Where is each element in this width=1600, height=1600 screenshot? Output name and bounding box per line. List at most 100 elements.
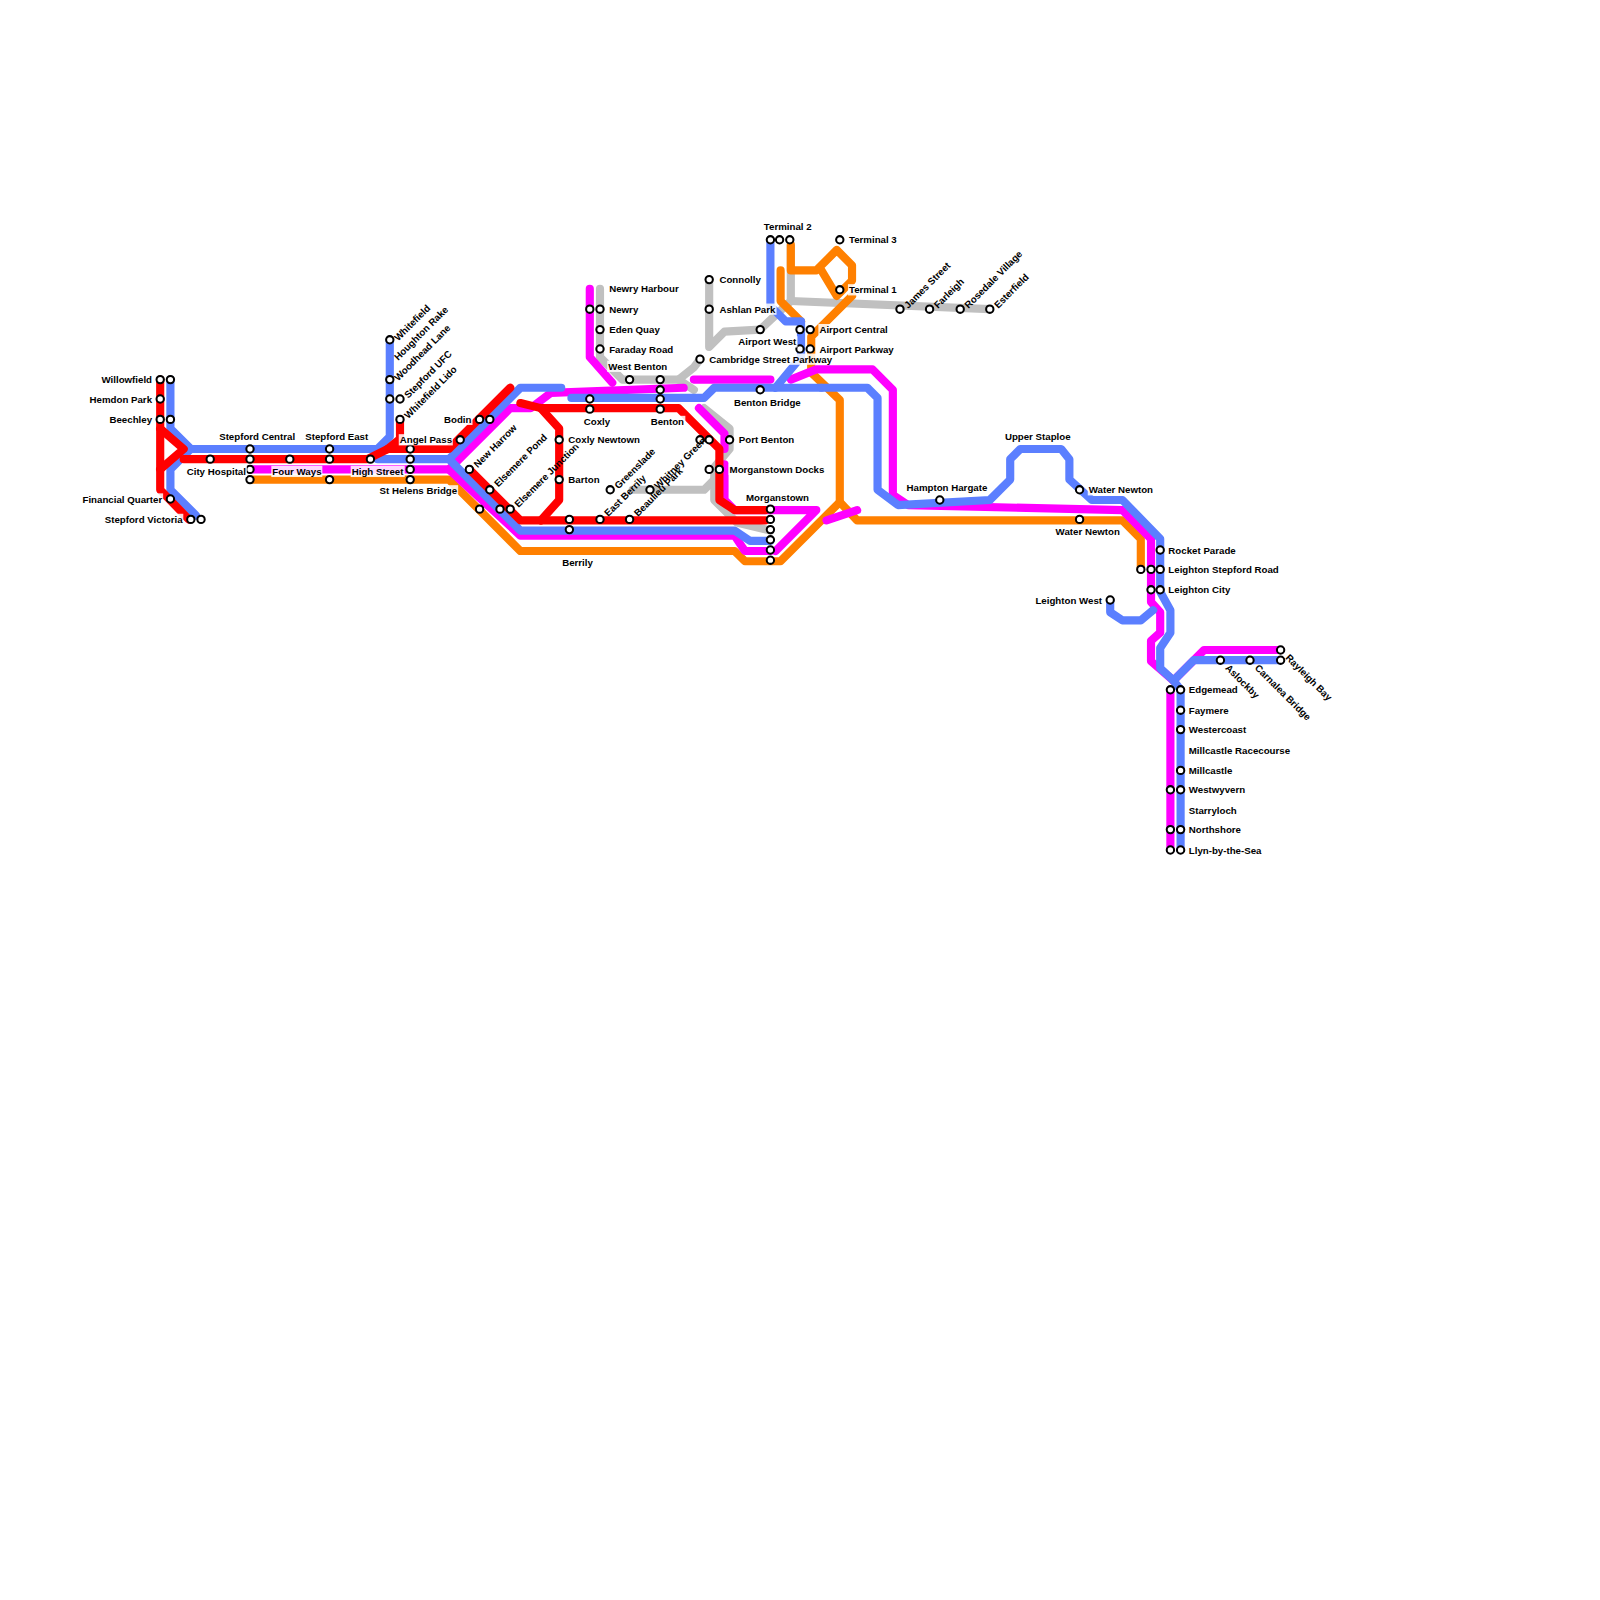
station-marker: [657, 386, 664, 393]
station-marker: [207, 456, 214, 463]
station-name: Millcastle Racecourse: [1188, 744, 1291, 755]
station-marker: [786, 236, 793, 243]
station-marker: [657, 395, 664, 402]
station-marker: [586, 395, 593, 402]
station-marker: [246, 445, 253, 452]
station-name: Millcastle: [1188, 765, 1234, 776]
station-name: Willowfield: [100, 374, 153, 385]
station-marker: [767, 506, 774, 513]
station-name: Stepford Central: [218, 431, 296, 442]
station-marker: [486, 486, 493, 493]
station-marker: [1137, 566, 1144, 573]
station-marker: [936, 496, 943, 503]
station-marker: [836, 236, 843, 243]
station-marker: [596, 306, 603, 313]
station-marker: [596, 345, 603, 352]
station-marker: [896, 306, 903, 313]
station-marker: [596, 326, 603, 333]
station-marker: [396, 416, 403, 423]
station-marker: [326, 445, 333, 452]
station-marker: [757, 326, 764, 333]
station-marker: [767, 546, 774, 553]
station-marker: [626, 516, 633, 523]
station-marker: [566, 516, 573, 523]
station-marker: [476, 416, 483, 423]
station-name: Morganstown Docks: [729, 464, 826, 475]
station-name: Four Ways: [271, 466, 322, 477]
station-marker: [767, 516, 774, 523]
station-marker: [696, 356, 703, 363]
magenta-line: [250, 289, 1281, 850]
station-marker: [167, 495, 174, 502]
station-marker: [767, 526, 774, 533]
station-marker: [706, 306, 713, 313]
station-marker: [1177, 726, 1184, 733]
station-name: Terminal 2: [763, 221, 813, 232]
station-name: Faymere: [1188, 705, 1230, 716]
station-marker: [1076, 516, 1083, 523]
station-marker: [1177, 786, 1184, 793]
station-marker: [657, 406, 664, 413]
station-marker: [626, 376, 633, 383]
red-line: [160, 380, 765, 521]
station-marker: [726, 436, 733, 443]
station-marker: [926, 306, 933, 313]
station-name: Faraday Road: [608, 343, 674, 354]
station-marker: [507, 506, 514, 513]
station-marker: [1177, 686, 1184, 693]
station-marker: [596, 516, 603, 523]
station-marker: [1157, 586, 1164, 593]
station-marker: [767, 557, 774, 564]
station-marker: [1177, 826, 1184, 833]
station-name: Newry: [608, 304, 639, 315]
station-marker: [957, 306, 964, 313]
station-name: Coxly Newtown: [567, 434, 641, 445]
station-marker: [1147, 566, 1154, 573]
station-marker: [476, 506, 483, 513]
station-marker: [1147, 586, 1154, 593]
station-marker: [807, 345, 814, 352]
station-marker: [1177, 767, 1184, 774]
station-name: St Helens Bridge: [379, 485, 459, 496]
station-name: Leighton West: [1034, 594, 1103, 605]
station-marker: [1167, 786, 1174, 793]
station-marker: [396, 395, 403, 402]
station-name: Llyn-by-the-Sea: [1188, 844, 1263, 855]
station-marker: [486, 416, 493, 423]
station-name: Benton Bridge: [733, 396, 802, 407]
station-marker: [776, 236, 783, 243]
station-marker: [1167, 846, 1174, 853]
station-marker: [286, 456, 293, 463]
station-name: Airport West: [737, 336, 797, 347]
station-name: Leighton City: [1167, 584, 1231, 595]
station-name: Berrily: [561, 557, 594, 568]
station-marker: [386, 395, 393, 402]
station-name: Financial Quarter: [81, 493, 163, 504]
station-marker: [197, 516, 204, 523]
station-marker: [1167, 686, 1174, 693]
station-name: Hampton Hargate: [906, 482, 989, 493]
station-marker: [767, 536, 774, 543]
station-marker: [566, 526, 573, 533]
station-marker: [796, 345, 803, 352]
station-name: Water Newton: [1055, 526, 1121, 537]
station-marker: [1217, 657, 1224, 664]
station-name: Beechley: [108, 414, 153, 425]
station-marker: [157, 416, 164, 423]
station-name: Eden Quay: [608, 324, 661, 335]
station-marker: [1177, 846, 1184, 853]
station-name: Upper Staploe: [1004, 431, 1072, 442]
station-marker: [556, 476, 563, 483]
station-marker: [556, 436, 563, 443]
station-marker: [796, 326, 803, 333]
station-marker: [1157, 546, 1164, 553]
station-name: Leighton Stepford Road: [1167, 564, 1279, 575]
station-name: Connolly: [718, 274, 762, 285]
station-name: Water Newton: [1088, 484, 1154, 495]
station-marker: [1277, 646, 1284, 653]
station-name: Benton: [650, 416, 685, 427]
station-marker: [167, 416, 174, 423]
station-name: Westercoast: [1188, 724, 1248, 735]
station-marker: [407, 445, 414, 452]
